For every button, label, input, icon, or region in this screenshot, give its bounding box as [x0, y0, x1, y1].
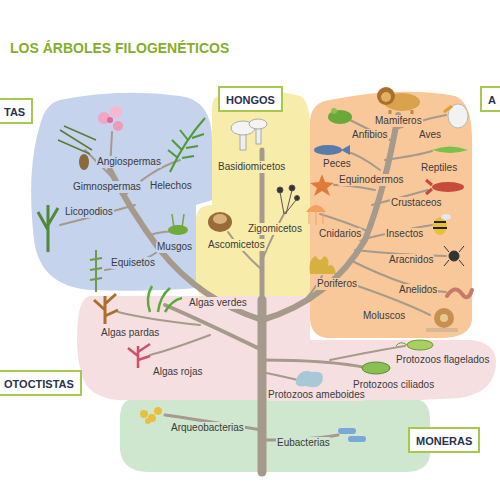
- taxon-label: Protozoos ciliados: [352, 379, 435, 391]
- taxon-label: Anfibios: [351, 129, 389, 141]
- taxon-label: Reptiles: [420, 162, 458, 174]
- taxon-label: Equisetos: [110, 257, 156, 269]
- region-shape: [196, 91, 310, 296]
- taxon-label: Zigomicetos: [247, 223, 303, 235]
- red-alga-icon: [128, 344, 150, 368]
- taxon-label: Basidiomicetos: [217, 161, 286, 173]
- region-shape: [120, 400, 430, 472]
- taxon-label: Algas verdes: [188, 297, 248, 309]
- kingdom-region: ArqueobacteriasEubacterias: [118, 398, 432, 474]
- pine-icon: [58, 126, 96, 170]
- mushroom-icon: [231, 119, 267, 150]
- taxon-label: Poriferos: [316, 278, 358, 290]
- region-outline: [194, 84, 314, 298]
- kingdom-tag: MONERAS: [408, 427, 480, 453]
- flower-icon: [98, 106, 123, 131]
- ciliate-icon: [362, 362, 390, 374]
- taxon-label: Ascomicetos: [207, 239, 266, 251]
- taxon-label: Insectos: [385, 228, 424, 240]
- taxon-label: Mamiferos: [374, 115, 423, 127]
- taxon-label: Arqueobacterias: [170, 422, 245, 434]
- sponge-icon: [310, 256, 336, 274]
- cup-fungus-icon: [208, 212, 232, 232]
- taxon-label: Equinodermos: [338, 174, 404, 186]
- taxon-label: Aracnidos: [388, 254, 434, 266]
- taxon-label: Crustaceos: [390, 197, 443, 209]
- tag-text: HONGOS: [226, 94, 275, 106]
- mold-icon: [277, 185, 300, 214]
- taxon-label: Algas pardas: [100, 327, 160, 339]
- bacteria-icon: [338, 428, 366, 442]
- brown-alga-icon: [94, 294, 118, 324]
- lobster-icon: [426, 180, 464, 194]
- frog-icon: [328, 108, 352, 124]
- kingdom-tag: HONGOS: [218, 86, 283, 112]
- kingdom-tag: OTOCTISTAS: [0, 370, 82, 396]
- starfish-icon: [310, 174, 334, 196]
- tag-text: OTOCTISTAS: [4, 378, 74, 390]
- tree-branches: [60, 115, 446, 472]
- taxon-label: Anelidos: [398, 284, 438, 296]
- taxon-label: Musgos: [156, 241, 193, 253]
- taxon-label: Licopodios: [64, 206, 114, 218]
- horsetail-icon: [90, 250, 102, 292]
- moss-icon: [168, 214, 188, 235]
- archaea-icon: [140, 407, 162, 424]
- snail-icon: [426, 308, 458, 330]
- green-alga-icon: [148, 286, 182, 312]
- taxon-label: Cnidarios: [318, 228, 362, 240]
- jellyfish-icon: [306, 205, 326, 225]
- region-shape: [310, 92, 472, 338]
- tag-text: MONERAS: [416, 435, 472, 447]
- taxon-label: Eubacterias: [276, 437, 331, 449]
- region-outline: [118, 398, 432, 474]
- fern-icon: [168, 118, 205, 172]
- pelican-icon: [444, 104, 468, 128]
- diagram-title: LOS ÁRBOLES FILOGENÉTICOS: [10, 40, 229, 56]
- lizard-icon: [432, 147, 468, 154]
- taxon-label: Protozoos ameboides: [267, 389, 366, 401]
- clubmoss-icon: [38, 205, 58, 252]
- taxon-label: Gimnospermas: [72, 181, 142, 193]
- bee-icon: [433, 214, 451, 235]
- fish-icon: [314, 145, 350, 155]
- kingdom-region: AngiospermasGimnospermas HelechosLicopodi…: [26, 86, 216, 296]
- kingdom-tag: A: [480, 86, 500, 112]
- tag-text: A: [488, 94, 496, 106]
- lion-icon: [377, 87, 420, 114]
- taxon-label: Peces: [322, 158, 352, 170]
- kingdom-region: BasidiomicetosZigomicetosAscomicetos: [194, 84, 314, 298]
- region-shape: [31, 93, 212, 291]
- flagellate-icon: [396, 340, 433, 350]
- worm-icon: [447, 289, 472, 297]
- amoeba-icon: [296, 371, 323, 387]
- taxon-label: Moluscos: [362, 310, 406, 322]
- taxon-label: Angiospermas: [96, 156, 162, 168]
- spider-icon: [444, 246, 464, 266]
- taxon-label: Aves: [418, 129, 442, 141]
- taxon-label: Algas rojas: [152, 366, 203, 378]
- tag-text: TAS: [4, 106, 25, 118]
- taxon-label: Protozoos flagelados: [395, 354, 490, 366]
- taxon-label: Helechos: [149, 180, 193, 192]
- kingdom-tag: TAS: [0, 98, 33, 124]
